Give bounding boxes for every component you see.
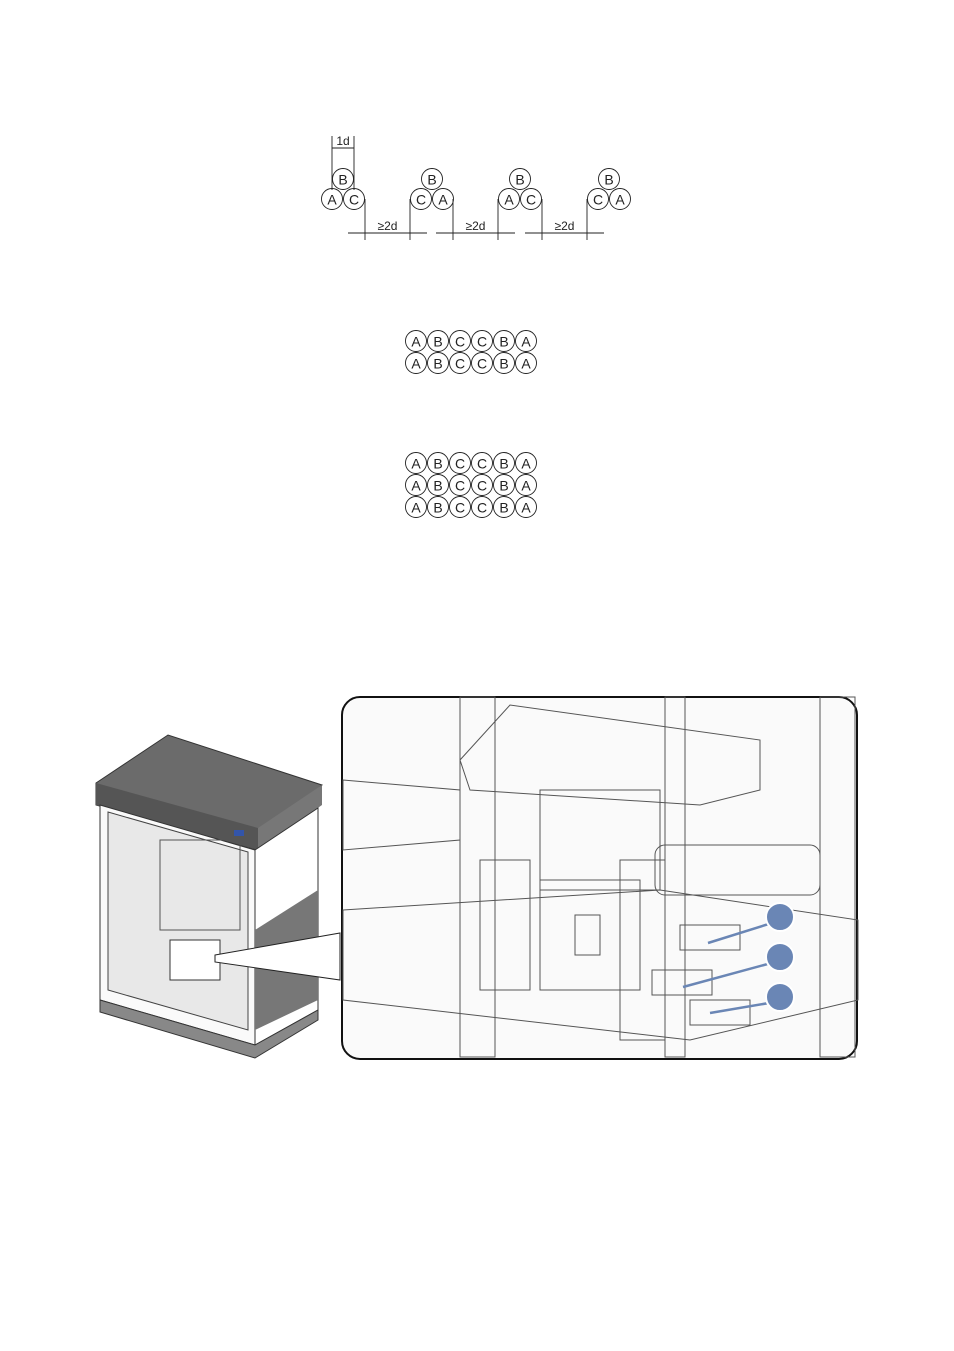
cable-circle: B (493, 496, 515, 518)
cable-circle: C (471, 496, 493, 518)
dimension-2d: ≥2d (466, 219, 486, 233)
phase-label: B (433, 356, 442, 372)
phase-label: A (521, 456, 531, 472)
phase-label: A (411, 356, 421, 372)
phase-label: A (521, 478, 531, 494)
cable-circle: A (609, 188, 631, 210)
cable-circle: C (449, 352, 471, 374)
dimension-2d: ≥2d (378, 219, 398, 233)
phase-label: B (433, 478, 442, 494)
dimension-1d: 1d (336, 134, 349, 148)
phase-label: A (438, 192, 448, 208)
phase-label: A (521, 500, 531, 516)
cable-circle: C (449, 330, 471, 352)
callout-3 (765, 982, 795, 1012)
cable-circle: A (432, 188, 454, 210)
cable-circle: C (449, 474, 471, 496)
cable-circle: C (449, 452, 471, 474)
cable-circle: C (587, 188, 609, 210)
cable-circle: C (449, 496, 471, 518)
phase-label: C (477, 334, 487, 350)
cable-circle: B (598, 168, 620, 190)
cable-circle: C (471, 352, 493, 374)
phase-label: B (515, 172, 524, 188)
phase-label: A (411, 334, 421, 350)
phase-label: A (615, 192, 625, 208)
phase-label: B (433, 500, 442, 516)
phase-label: A (411, 500, 421, 516)
phase-label: C (526, 192, 536, 208)
phase-label: C (477, 356, 487, 372)
callout-2 (765, 942, 795, 972)
cable-circle: B (427, 452, 449, 474)
cable-circle: C (471, 452, 493, 474)
cable-circle: A (515, 352, 537, 374)
cable-circle: A (515, 496, 537, 518)
cable-circle: B (427, 474, 449, 496)
cable-circle: B (332, 168, 354, 190)
phase-label: A (521, 334, 531, 350)
cable-circle: A (515, 452, 537, 474)
phase-label: B (604, 172, 613, 188)
phase-label: B (499, 456, 508, 472)
cable-circle: A (405, 496, 427, 518)
phase-label: B (433, 334, 442, 350)
phase-label: B (427, 172, 436, 188)
cable-circle: B (493, 474, 515, 496)
phase-label: C (455, 456, 465, 472)
dimension-2d: ≥2d (555, 219, 575, 233)
phase-label: C (477, 456, 487, 472)
phase-label: C (455, 356, 465, 372)
phase-label: C (455, 334, 465, 350)
phase-label: B (433, 456, 442, 472)
phase-label: A (411, 456, 421, 472)
cable-circle: C (471, 474, 493, 496)
phase-label: C (477, 478, 487, 494)
cable-circle: B (427, 352, 449, 374)
phase-label: A (521, 356, 531, 372)
phase-label: B (338, 172, 347, 188)
cable-circle: A (515, 330, 537, 352)
cable-circle: C (520, 188, 542, 210)
cable-circle: A (321, 188, 343, 210)
cable-circle: B (509, 168, 531, 190)
cable-circle: B (427, 496, 449, 518)
cable-circle: B (493, 330, 515, 352)
cable-circle: B (427, 330, 449, 352)
phase-label: B (499, 500, 508, 516)
cable-circle: C (410, 188, 432, 210)
cable-circle: A (405, 452, 427, 474)
cable-circle: A (405, 330, 427, 352)
phase-label: C (593, 192, 603, 208)
cable-circle: A (515, 474, 537, 496)
phase-label: A (327, 192, 337, 208)
phase-label: A (411, 478, 421, 494)
callout-1 (765, 902, 795, 932)
cable-circle: A (405, 352, 427, 374)
phase-label: C (455, 500, 465, 516)
cable-circle: C (471, 330, 493, 352)
cable-circle: C (343, 188, 365, 210)
phase-label: A (504, 192, 514, 208)
phase-label: C (455, 478, 465, 494)
cable-circle: A (405, 474, 427, 496)
cable-circle: A (498, 188, 520, 210)
phase-label: C (477, 500, 487, 516)
phase-label: C (349, 192, 359, 208)
phase-label: C (416, 192, 426, 208)
cable-circle: B (493, 352, 515, 374)
cable-circle: B (493, 452, 515, 474)
phase-label: B (499, 478, 508, 494)
phase-label: B (499, 334, 508, 350)
phase-label: B (499, 356, 508, 372)
inverter-cabinet-illustration (95, 734, 341, 1059)
detail-view-illustration (341, 696, 859, 1060)
cable-circle: B (421, 168, 443, 190)
